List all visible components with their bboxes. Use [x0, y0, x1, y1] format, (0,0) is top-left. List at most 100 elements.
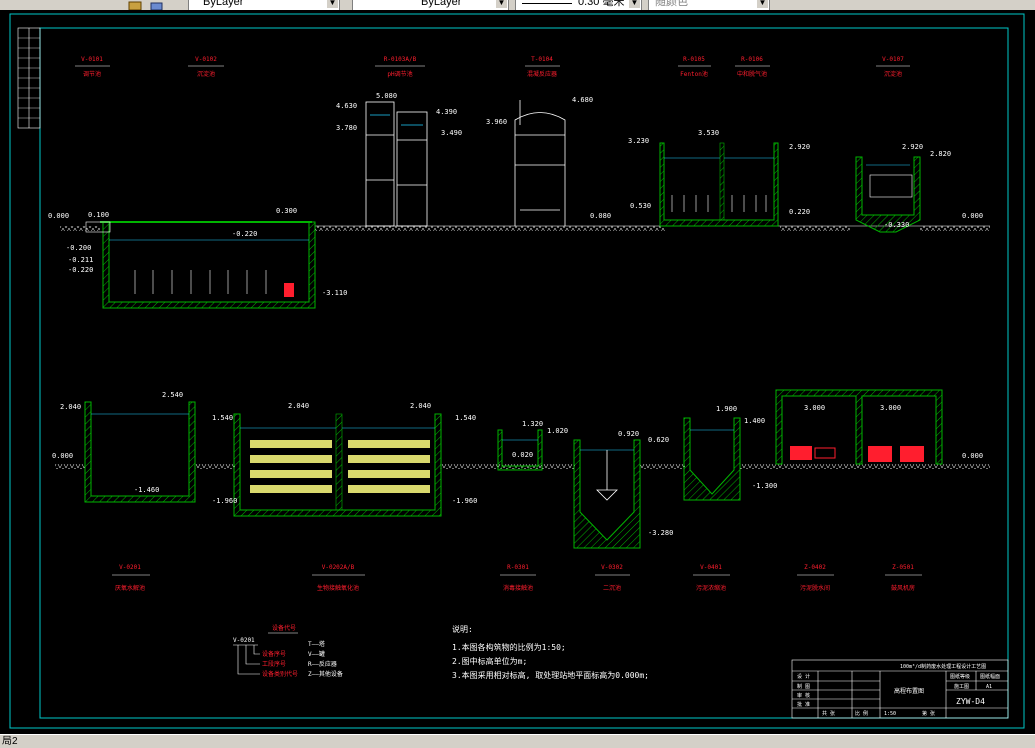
elevation-label: 0.020 — [512, 451, 533, 459]
status-bar: 局2 — [0, 734, 1035, 748]
elevation-labels-bottom: 2.040 2.540 0.000 -1.460 1.540 2.040 2.0… — [52, 391, 983, 537]
equipment-code: R-0106 — [741, 56, 763, 63]
tower-t0104 — [514, 100, 566, 226]
elevation-label: 0.000 — [962, 452, 983, 460]
tank-r0301 — [497, 429, 543, 471]
elevation-label: -1.960 — [452, 497, 477, 505]
elevation-label: -0.200 — [66, 244, 91, 252]
layer-state-icon[interactable] — [128, 0, 142, 11]
note-item: 1.本图各构筑物的比例为1:50; — [452, 642, 566, 652]
equipment-name: 沉淀池 — [197, 70, 215, 78]
chevron-down-icon[interactable]: ▼ — [496, 0, 507, 8]
layer-previous-icon[interactable] — [150, 0, 164, 11]
title-label: 图纸幅面 — [980, 673, 1000, 680]
equipment-code: V-0102 — [195, 56, 217, 63]
elevation-label: -1.960 — [212, 497, 237, 505]
drawing-notes: 说明: 1.本图各构筑物的比例为1:50; 2.图中标高单位为m; 3.本图采用… — [452, 624, 649, 680]
equipment-code: T-0104 — [531, 56, 553, 63]
equipment-code: V-0201 — [119, 564, 141, 571]
elevation-label: 0.000 — [48, 212, 69, 220]
elevation-labels-top: 0.000 0.100 0.300 -0.220 -0.200 -0.211 -… — [48, 92, 983, 297]
tank-v0401 — [683, 417, 741, 501]
elevation-label: 5.080 — [376, 92, 397, 100]
legend-row: 设备类别代号 — [262, 670, 298, 678]
equipment-code: V-0202A/B — [322, 564, 355, 571]
equipment-code: V-0401 — [700, 564, 722, 571]
elevation-label: 2.920 — [902, 143, 923, 151]
equipment-code: V-0101 — [81, 56, 103, 63]
chevron-down-icon[interactable]: ▼ — [629, 0, 640, 8]
tank-v0101 — [85, 221, 316, 309]
elevation-label: -1.300 — [752, 482, 777, 490]
elevation-label: 3.000 — [804, 404, 825, 412]
elevation-label: 3.960 — [486, 118, 507, 126]
elevation-label: 4.390 — [436, 108, 457, 116]
elevation-label: 0.100 — [88, 211, 109, 219]
chevron-down-icon[interactable]: ▼ — [327, 0, 338, 8]
scale-value: 1:50 — [884, 711, 896, 717]
elevation-label: 2.040 — [60, 403, 81, 411]
inner-frame — [39, 27, 1009, 719]
elevation-label: 0.530 — [630, 202, 651, 210]
equipment-name: 沉淀池 — [884, 70, 902, 78]
layout-tab[interactable]: 局2 — [2, 736, 18, 747]
outer-frame — [9, 13, 1025, 729]
legend-title: 设备代号 — [272, 624, 296, 632]
elevation-label: 1.320 — [522, 420, 543, 428]
elevation-label: 2.920 — [789, 143, 810, 151]
ground-line-top — [60, 225, 990, 231]
drawing-name: 高程布置图 — [894, 687, 924, 695]
chevron-down-icon[interactable]: ▼ — [757, 0, 768, 8]
title-label: 审 核 — [797, 692, 810, 699]
equipment-name: 混凝反应器 — [527, 70, 557, 78]
tank-v0107 — [855, 156, 921, 233]
title-label: 批 准 — [797, 701, 810, 708]
lineweight-sample — [522, 3, 572, 4]
legend-row: 工段序号 — [262, 660, 286, 668]
elevation-label: 0.220 — [789, 208, 810, 216]
plotstyle-control-value: 随颜色 — [655, 0, 688, 8]
elevation-label: 0.300 — [276, 207, 297, 215]
equipment-label: V-0201 厌氧水解池 — [112, 564, 150, 592]
equipment-name: 生物接触氧化池 — [317, 584, 359, 592]
title-block-text: 100m³/d制药废水处理工程设计工艺图 设 计 制 图 审 核 批 准 共 张… — [797, 663, 1000, 717]
legend-type: V——罐 — [308, 650, 325, 658]
elevation-label: 1.020 — [547, 427, 568, 435]
legend-row: 设备序号 — [262, 650, 286, 658]
blower-icon — [900, 446, 924, 462]
elevation-label: 3.000 — [880, 404, 901, 412]
tank-v0302 — [573, 439, 641, 549]
elevation-label: -0.211 — [68, 256, 93, 264]
tank-r0105-r0106 — [659, 142, 779, 227]
size-value: A1 — [986, 684, 992, 690]
elevation-label: 2.040 — [288, 402, 309, 410]
elevation-label: 1.900 — [716, 405, 737, 413]
tank-r0103 — [365, 101, 428, 227]
sludge-press-icon — [790, 446, 812, 460]
elevation-label: -3.110 — [322, 289, 347, 297]
elevation-label: -0.330 — [884, 221, 909, 229]
title-label: 设 计 — [797, 673, 810, 680]
equipment-name: 厌氧水解池 — [115, 584, 145, 592]
tank-v0201 — [84, 401, 196, 503]
elevation-label: 4.680 — [572, 96, 593, 104]
pump-icon — [284, 283, 294, 297]
equipment-label: T-0104 混凝反应器 — [525, 56, 560, 78]
title-label: 制 图 — [797, 683, 810, 690]
color-control-value: ByLayer — [203, 0, 244, 8]
equipment-code: Z-0501 — [892, 564, 914, 571]
elevation-label: 1.540 — [455, 414, 476, 422]
elevation-label: 1.400 — [744, 417, 765, 425]
equipment-name: 污泥浓缩池 — [696, 584, 726, 592]
